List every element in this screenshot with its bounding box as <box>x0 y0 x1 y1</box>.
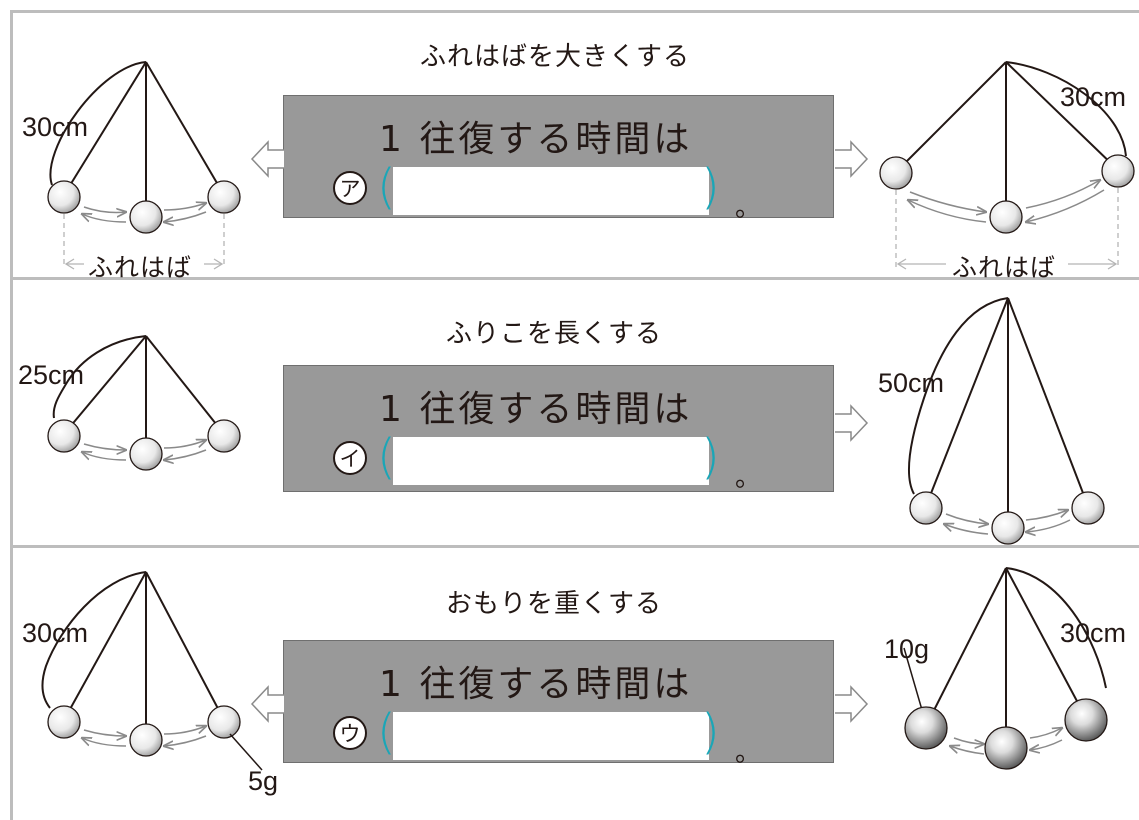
circled-marker-icon <box>333 441 367 475</box>
paren-close: ) <box>701 704 720 760</box>
section-title: おもりを重くする <box>446 589 663 619</box>
question-text: 1 往復する時間は <box>379 389 693 430</box>
question-text: 1 往復する時間は <box>379 119 693 160</box>
section-divider-2 <box>10 545 1139 548</box>
length-label-right: 50cm <box>878 368 945 398</box>
frame-top-border <box>10 10 1139 13</box>
length-label-left: 30cm <box>22 112 89 142</box>
length-label-left: 30cm <box>22 618 89 648</box>
circled-marker-icon <box>333 716 367 750</box>
marker-label: イ <box>339 447 361 471</box>
paren-close: ) <box>701 159 720 215</box>
answer-field[interactable] <box>393 167 709 215</box>
answer-field[interactable] <box>393 437 709 485</box>
period-mark: 。 <box>735 193 762 223</box>
question-text: 1 往復する時間は <box>379 664 693 705</box>
weight-label-right: 10g <box>884 634 930 664</box>
pendulum-left-length <box>47 335 241 471</box>
length-label-right: 30cm <box>1060 82 1127 112</box>
period-mark: 。 <box>735 738 762 768</box>
right-arrow-icon <box>835 404 869 442</box>
left-arrow-icon <box>250 140 284 178</box>
paren-open: ( <box>377 159 396 215</box>
length-label-left: 25cm <box>18 360 85 390</box>
question-box: 1 往復する時間は ( ) ウ 。 <box>283 640 834 768</box>
right-arrow-icon <box>835 140 869 178</box>
pendulum-left-weight <box>41 571 263 771</box>
pendulum-left-amplitude <box>47 61 241 270</box>
pendulum-right-weight <box>903 567 1108 770</box>
question-box: 1 往復する時間は ( ) ア 。 <box>283 95 834 223</box>
section-title: ふれはばを大きくする <box>420 42 691 72</box>
marker-label: ア <box>339 177 361 201</box>
paren-close: ) <box>701 429 720 485</box>
amplitude-label-left: ふれはば <box>88 253 193 282</box>
left-arrow-icon <box>250 685 284 723</box>
question-box: 1 往復する時間は ( ) イ 。 <box>283 365 834 493</box>
answer-field[interactable] <box>393 712 709 760</box>
period-mark: 。 <box>735 463 762 493</box>
pendulum-right-amplitude <box>879 61 1135 270</box>
section-title: ふりこを長くする <box>446 319 663 349</box>
paren-open: ( <box>377 704 396 760</box>
paren-open: ( <box>377 429 396 485</box>
marker-label: ウ <box>339 722 361 746</box>
circled-marker-icon <box>333 171 367 205</box>
frame-left-border <box>10 10 13 820</box>
pendulum-right-length <box>908 297 1105 545</box>
weight-label-left: 5g <box>248 766 279 796</box>
right-arrow-icon <box>835 685 869 723</box>
length-label-right: 30cm <box>1060 618 1127 648</box>
section-divider-1 <box>10 277 1139 280</box>
amplitude-label-right: ふれはば <box>952 253 1057 282</box>
